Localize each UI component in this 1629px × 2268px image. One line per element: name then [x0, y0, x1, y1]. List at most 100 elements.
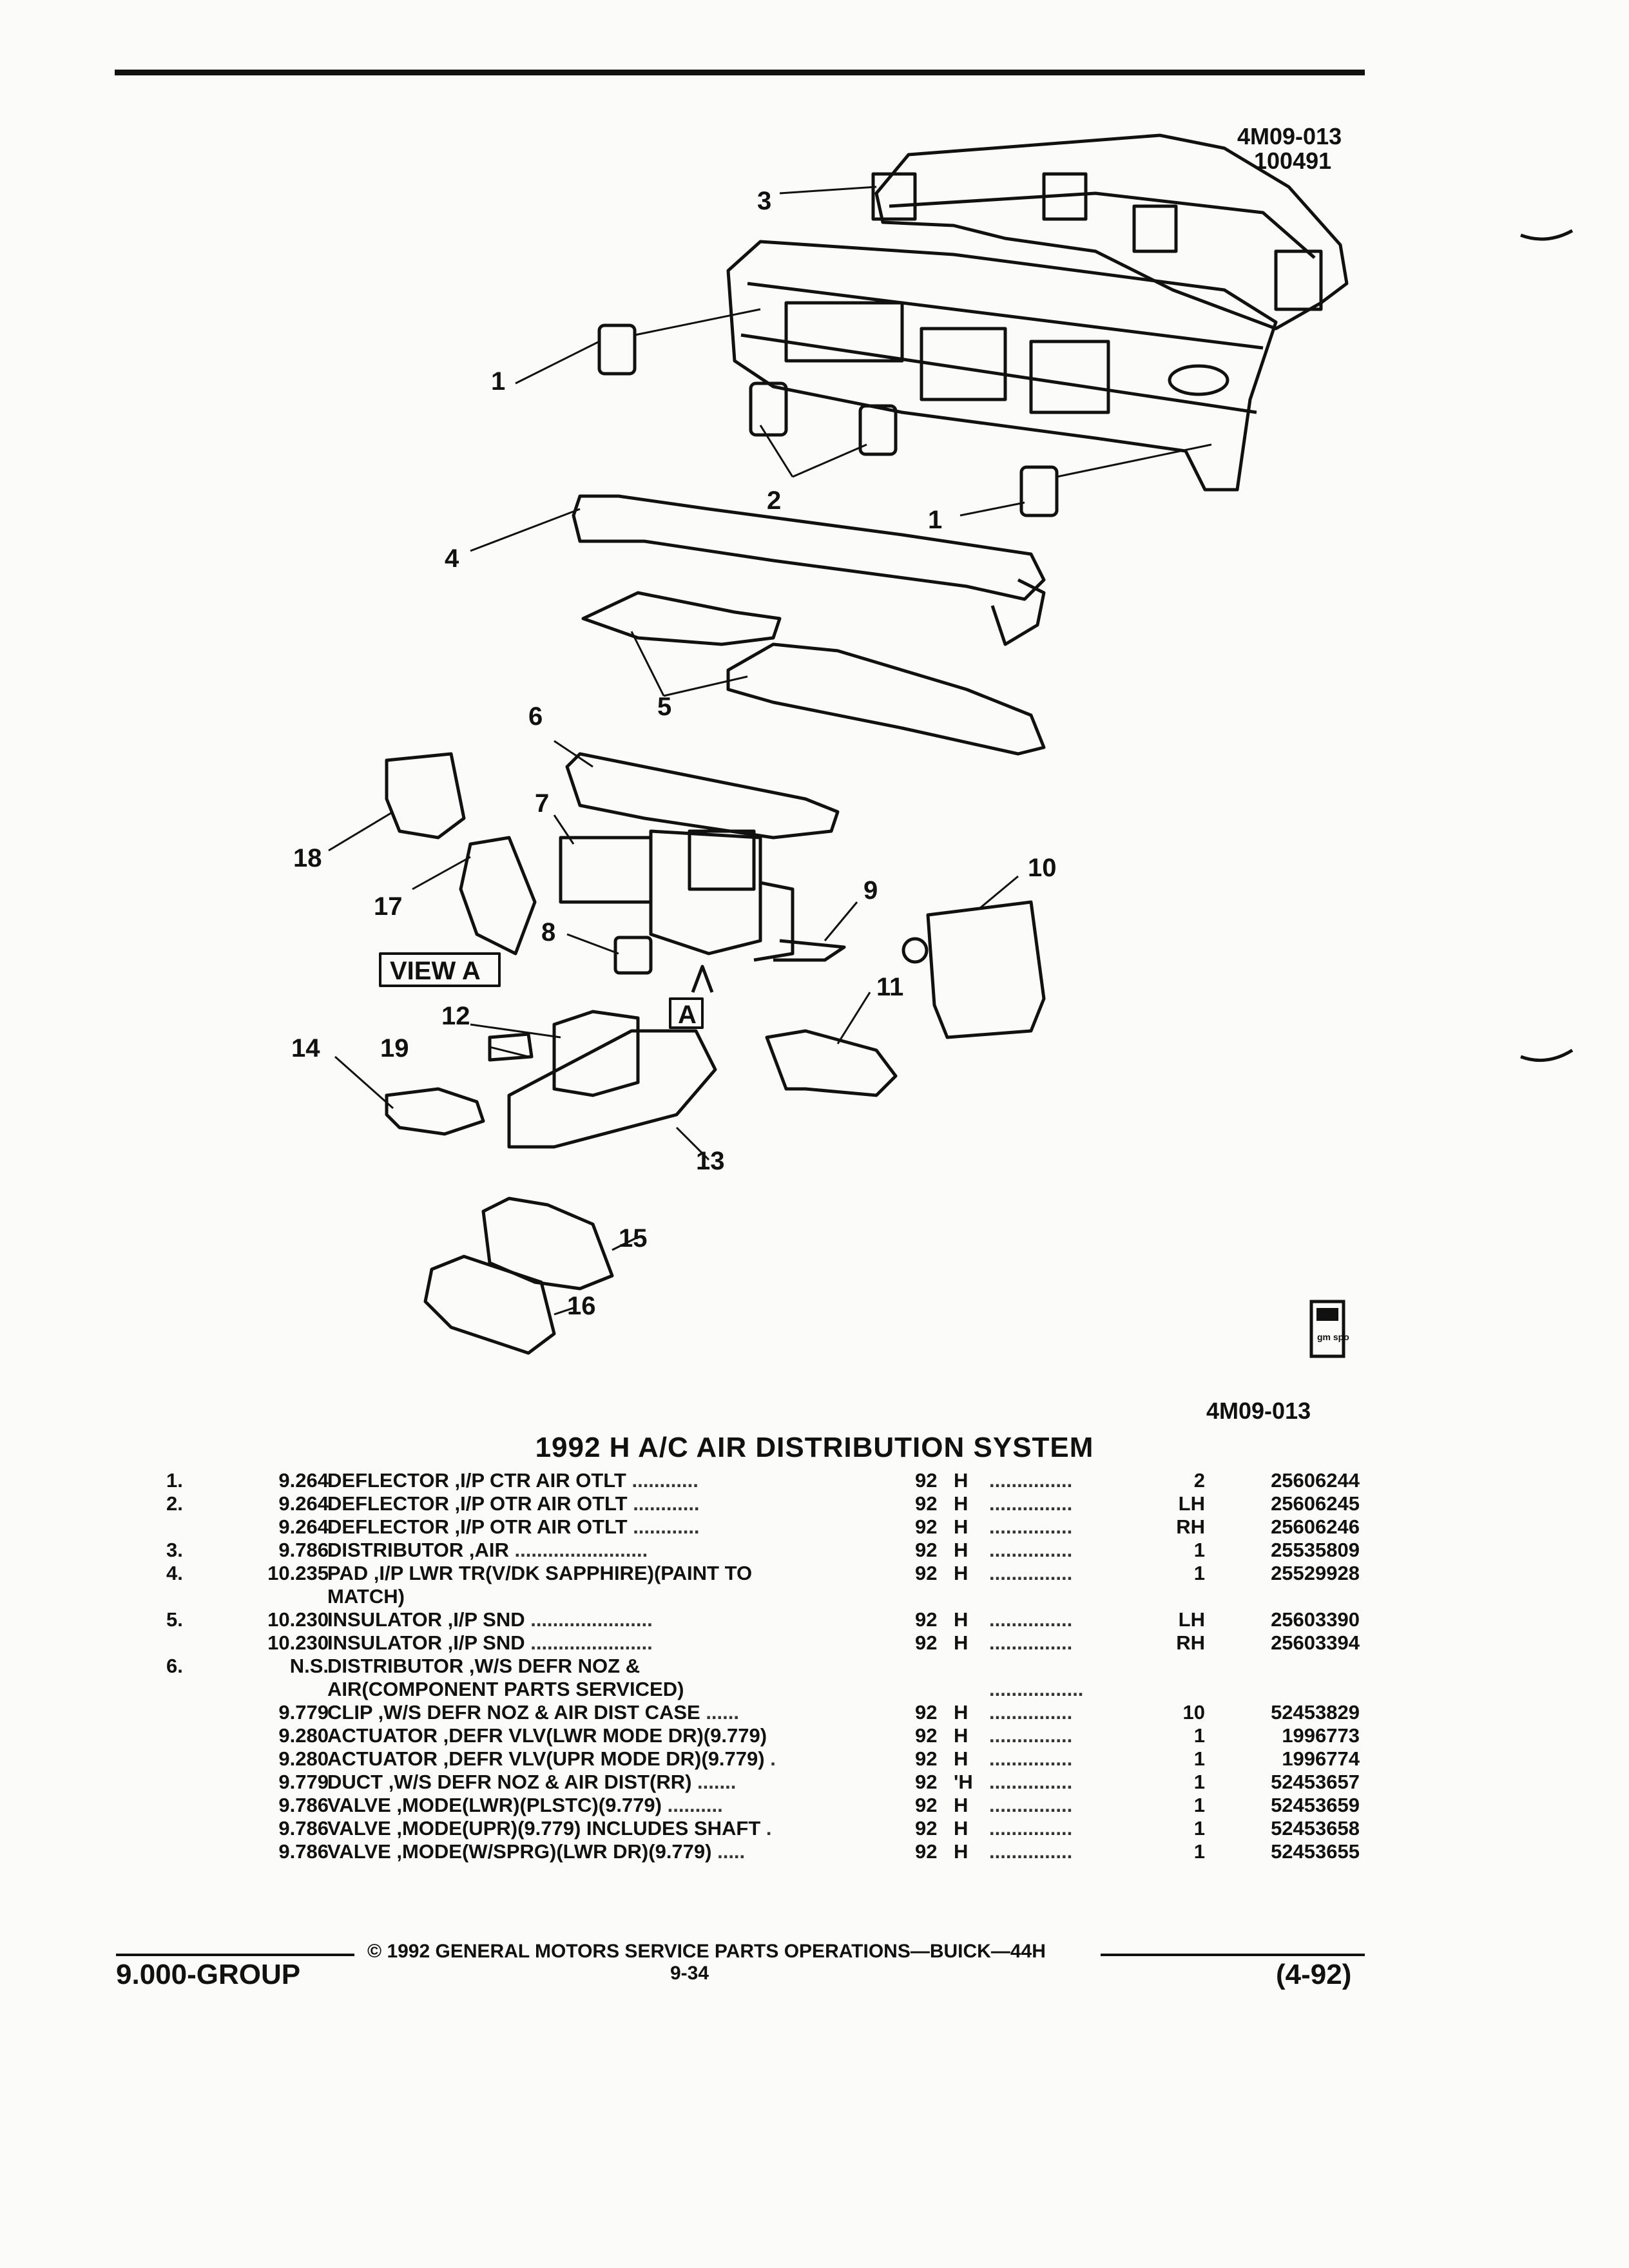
part-number: 52453658 — [1271, 1817, 1360, 1840]
part-description: PAD ,I/P LWR TR(V/DK SAPPHIRE)(PAINT TO — [327, 1562, 869, 1585]
exploded-parts-diagram: 1 2 3 4 5 6 7 8 9 10 11 12 13 14 15 16 1… — [291, 133, 1574, 1358]
part-description: AIR(COMPONENT PARTS SERVICED) — [327, 1678, 869, 1701]
callout-13: 13 — [696, 1147, 725, 1175]
description-dots: ...... — [700, 1701, 739, 1724]
margin-mark — [1520, 229, 1574, 241]
part-description: INSULATOR ,I/P SND .....................… — [327, 1608, 869, 1631]
model-year: 92 — [915, 1747, 938, 1770]
quantity: 10 — [1182, 1701, 1205, 1724]
component-drawings — [385, 752, 1046, 1355]
callout-19: 19 — [380, 1034, 409, 1062]
quantity: 1 — [1193, 1539, 1205, 1561]
group-number: 9.264 — [278, 1515, 329, 1538]
group-number: 9.786 — [278, 1817, 329, 1840]
item-number: 3. — [166, 1539, 183, 1561]
view-a-label: VIEW A — [390, 957, 481, 985]
model-year: 92 — [915, 1817, 938, 1840]
top-rule — [115, 70, 1365, 75]
deflector-drawings — [597, 323, 1059, 517]
view-a-box — [379, 952, 501, 987]
item-number: 6. — [166, 1655, 183, 1677]
description-text: AIR(COMPONENT PARTS SERVICED) — [327, 1678, 684, 1700]
item-number: 2. — [166, 1492, 183, 1515]
dot-leader: ............... — [989, 1701, 1073, 1724]
model-year: 92 — [915, 1794, 938, 1816]
dot-leader: ............... — [989, 1771, 1073, 1793]
description-dots: ............ — [627, 1492, 700, 1515]
model-year: 92 — [915, 1701, 938, 1724]
view-marker-label: A — [678, 1001, 697, 1029]
part-number: 25603390 — [1271, 1608, 1360, 1631]
part-number: 25603394 — [1271, 1631, 1360, 1654]
part-number: 52453655 — [1271, 1840, 1360, 1863]
part-description: INSULATOR ,I/P SND .....................… — [327, 1631, 869, 1655]
group-number: 9.786 — [278, 1539, 329, 1561]
model-year: 92 — [915, 1724, 938, 1747]
group-number: 9.280 — [278, 1747, 329, 1770]
page-number: 9-34 — [670, 1963, 709, 1984]
dot-leader: ............... — [989, 1515, 1073, 1538]
callout-16: 16 — [567, 1292, 596, 1320]
description-text: ACTUATOR ,DEFR VLV(UPR MODE DR)(9.779) — [327, 1747, 765, 1770]
part-description: DEFLECTOR ,I/P OTR AIR OTLT ............ — [327, 1492, 869, 1515]
description-dots: . — [760, 1817, 772, 1840]
view-marker-box — [669, 997, 704, 1029]
quantity: LH — [1178, 1492, 1205, 1515]
description-text: CLIP ,W/S DEFR NOZ & AIR DIST CASE — [327, 1701, 700, 1724]
item-number: 4. — [166, 1562, 183, 1584]
dot-leader: ............... — [989, 1631, 1073, 1654]
part-description: MATCH) — [327, 1585, 869, 1608]
dot-leader: ................. — [989, 1678, 1084, 1700]
part-description: DISTRIBUTOR ,AIR .......................… — [327, 1539, 869, 1562]
description-text: INSULATOR ,I/P SND — [327, 1608, 525, 1631]
part-description: VALVE ,MODE(UPR)(9.779) INCLUDES SHAFT . — [327, 1817, 869, 1840]
description-text: DISTRIBUTOR ,W/S DEFR NOZ & — [327, 1655, 641, 1677]
description-text: DEFLECTOR ,I/P OTR AIR OTLT — [327, 1515, 628, 1538]
part-number: 25529928 — [1271, 1562, 1360, 1584]
part-number: 1996773 — [1282, 1724, 1360, 1747]
bottom-figure-code: 4M09-013 — [1206, 1398, 1311, 1424]
callout-1-right: 1 — [928, 506, 942, 534]
description-text: VALVE ,MODE(UPR)(9.779) INCLUDES SHAFT — [327, 1817, 761, 1840]
dot-leader: ............... — [989, 1539, 1073, 1561]
model-year: 92 — [915, 1562, 938, 1584]
air-distributor-drawing — [871, 133, 1349, 331]
part-number: 25606244 — [1271, 1469, 1360, 1492]
callout-5: 5 — [657, 693, 671, 721]
quantity: 1 — [1193, 1724, 1205, 1747]
body-code: H — [954, 1840, 969, 1863]
description-text: VALVE ,MODE(LWR)(PLSTC)(9.779) — [327, 1794, 662, 1816]
description-dots: ............ — [626, 1469, 699, 1492]
callout-8: 8 — [541, 918, 555, 947]
group-number: 9.786 — [278, 1840, 329, 1863]
quantity: RH — [1176, 1631, 1205, 1654]
quantity: 1 — [1193, 1840, 1205, 1863]
group-number: 9.264 — [278, 1469, 329, 1492]
model-year: 92 — [915, 1840, 938, 1863]
quantity: 1 — [1193, 1562, 1205, 1584]
callout-1: 1 — [491, 367, 505, 396]
group-number: 9.779 — [278, 1701, 329, 1724]
body-code: H — [954, 1492, 969, 1515]
description-text: DUCT ,W/S DEFR NOZ & AIR DIST(RR) — [327, 1771, 692, 1793]
quantity: 2 — [1193, 1469, 1205, 1492]
quantity: 1 — [1193, 1794, 1205, 1816]
callout-11: 11 — [876, 973, 903, 1001]
group-number: N.S. — [289, 1655, 329, 1677]
description-text: PAD ,I/P LWR TR(V/DK SAPPHIRE)(PAINT TO — [327, 1562, 753, 1584]
margin-mark — [1520, 1048, 1574, 1062]
callout-14: 14 — [291, 1034, 320, 1062]
description-text: DEFLECTOR ,I/P CTR AIR OTLT — [327, 1469, 626, 1492]
description-text: DEFLECTOR ,I/P OTR AIR OTLT — [327, 1492, 628, 1515]
quantity: 1 — [1193, 1771, 1205, 1793]
quantity: 1 — [1193, 1747, 1205, 1770]
callout-18: 18 — [293, 844, 322, 872]
